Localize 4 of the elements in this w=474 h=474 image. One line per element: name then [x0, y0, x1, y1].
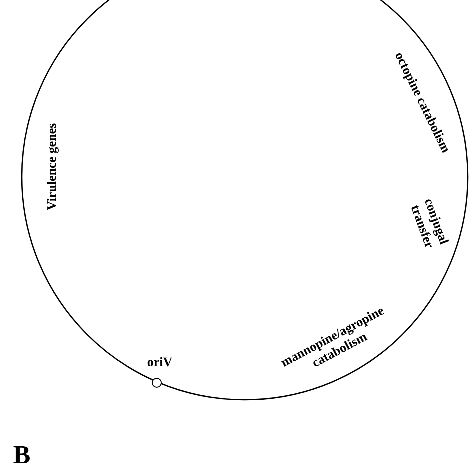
panel-letter: B	[14, 446, 30, 464]
gene-region-label: Virulence genes	[47, 124, 59, 210]
origin-marker	[152, 378, 162, 388]
origin-label: oriV	[148, 357, 172, 367]
